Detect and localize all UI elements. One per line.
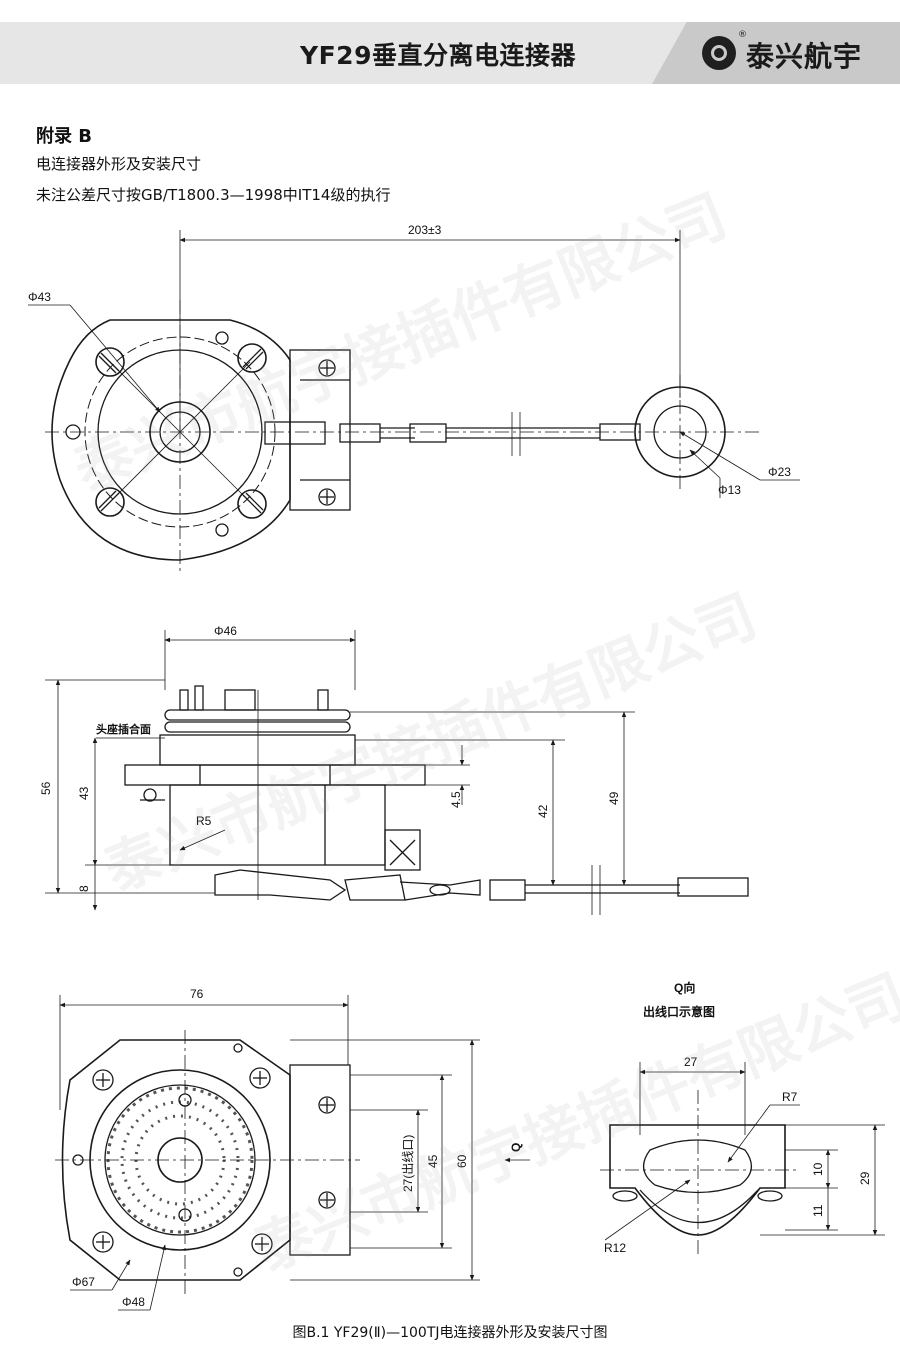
screw-icon-tr — [237, 343, 267, 373]
mating-face-label: 头座插合面 — [96, 722, 151, 736]
dim-d48-label: Φ48 — [122, 1295, 145, 1309]
bracket-screw-icon-lower — [318, 1191, 336, 1209]
screw-icon-tl — [95, 347, 125, 377]
dim-h49-label: 49 — [607, 791, 621, 805]
dim-length-label: 203±3 — [408, 223, 442, 237]
dim-d13-label: Φ13 — [718, 483, 741, 497]
front-view: 76 27(出线口) 45 60 Q — [55, 987, 530, 1311]
dim-r12-label: R12 — [604, 1241, 626, 1255]
dim-outlet-width-label: 27(出线口) — [401, 1135, 415, 1192]
dim-h10-label: 10 — [811, 1162, 825, 1176]
screw-icon-br — [237, 489, 267, 519]
brand-logo-icon — [702, 36, 736, 70]
dim-h8-label: 8 — [77, 885, 91, 892]
header-bar: YF29垂直分离电连接器 ® 泰兴航宇 — [0, 22, 900, 84]
figure-caption: 图B.1 YF29(Ⅱ)—100TJ电连接器外形及安装尺寸图 — [292, 1325, 608, 1341]
dim-d23-label: Φ23 — [768, 465, 791, 479]
q-direction-view: Q向 出线口示意图 27 R7 10 11 29 R12 — [600, 980, 885, 1255]
dim-h4-5-label: 4.5 — [449, 791, 463, 808]
dim-r5-label: R5 — [196, 814, 212, 828]
outlet-view-title: 出线口示意图 — [643, 1004, 715, 1019]
bracket-screw-icon-bottom — [318, 488, 336, 506]
dim-d43-label: Φ43 — [28, 290, 51, 304]
bracket-screw-icon-top — [318, 359, 336, 377]
dim-h43-label: 43 — [77, 786, 91, 800]
dim-h11-label: 11 — [811, 1204, 825, 1217]
side-view: Φ46 头座插合面 56 43 — [39, 624, 749, 915]
brand-panel: ® 泰兴航宇 — [652, 22, 900, 84]
page-title: YF29垂直分离电连接器 — [300, 41, 576, 70]
brand-name: 泰兴航宇 — [746, 40, 863, 73]
dim-r7-label: R7 — [782, 1090, 798, 1104]
dim-h60-label: 60 — [455, 1154, 469, 1168]
appendix-title: 附录 B — [36, 126, 92, 147]
flange-screw-icon-bl — [92, 1231, 114, 1253]
dim-h45-label: 45 — [426, 1154, 440, 1168]
flange-screw-icon-br — [251, 1233, 273, 1255]
q-view-title: Q向 — [674, 980, 695, 995]
flange-screw-icon-tl — [92, 1069, 114, 1091]
dim-h29-label: 29 — [858, 1171, 872, 1185]
top-view: 203±3 — [28, 223, 800, 575]
flange-screw-icon-tr — [249, 1067, 271, 1089]
dim-h56-label: 56 — [39, 781, 53, 795]
dim-w76-label: 76 — [190, 987, 204, 1001]
section-subtitle: 电连接器外形及安装尺寸 — [36, 155, 202, 173]
dim-d67-label: Φ67 — [72, 1275, 95, 1289]
screw-icon-bl — [95, 487, 125, 517]
dim-d46-label: Φ46 — [214, 624, 237, 638]
dim-w27-label: 27 — [684, 1055, 698, 1069]
bracket-screw-icon-upper — [318, 1096, 336, 1114]
tolerance-note: 未注公差尺寸按GB/T1800.3—1998中IT14级的执行 — [36, 186, 391, 204]
registered-mark: ® — [738, 30, 747, 40]
view-q-marker: Q — [509, 1143, 523, 1152]
dim-h42-label: 42 — [536, 804, 550, 818]
